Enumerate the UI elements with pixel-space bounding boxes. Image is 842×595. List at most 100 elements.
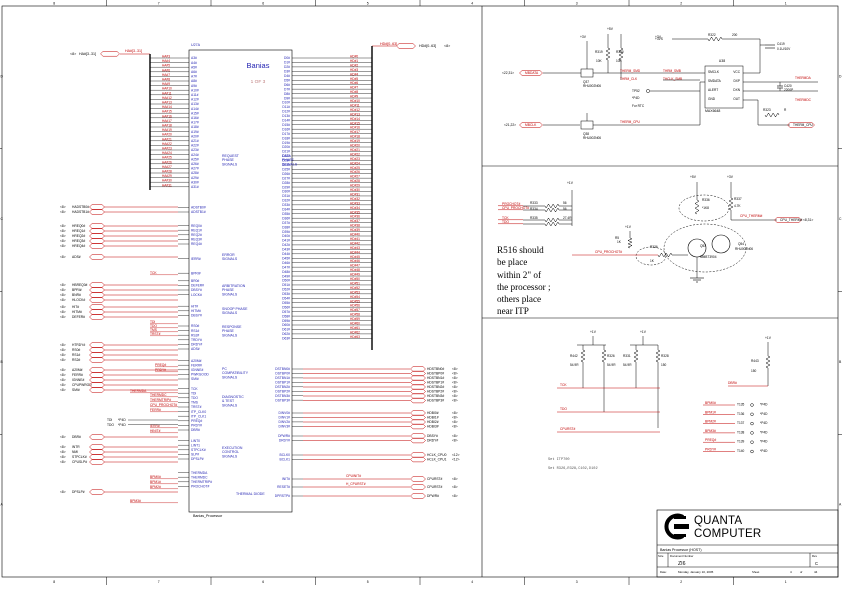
net-name: HA#15 — [162, 110, 172, 114]
cpu-group-label: SIGNALS — [282, 162, 298, 166]
net-name: TMS — [150, 328, 158, 332]
cpu-body — [188, 49, 293, 513]
testpoint-tag: *P4D — [760, 421, 768, 425]
cpu-name: Banias — [247, 61, 270, 70]
cpu-pin-name: D31# — [282, 194, 290, 198]
port-tag: <8> — [60, 315, 66, 319]
transistor-part: RHU002N06 — [735, 247, 753, 251]
rail-label: +3V — [727, 175, 734, 179]
res-value: 200 — [732, 33, 738, 37]
net-name: HD#42 — [350, 241, 360, 245]
sheet-label: Sheet — [752, 570, 760, 574]
net-name: HD#36 — [350, 215, 360, 219]
termination-resistor — [655, 349, 661, 363]
res-value: 54.9R — [623, 363, 632, 367]
net-name: THERM_SMD — [620, 69, 641, 73]
net-name: THERMTRIP# — [150, 398, 171, 402]
testpoint-pad — [750, 440, 754, 444]
net-name: PREQ# — [155, 363, 166, 367]
net-name: BPM1# — [150, 480, 161, 484]
cpu-pin-name: A17# — [191, 121, 199, 125]
net-port — [89, 342, 105, 348]
cpu-pin-name: A16# — [191, 116, 199, 120]
cpu-pin-name: A24# — [191, 153, 199, 157]
net-name: HA#14 — [162, 105, 172, 109]
net-name: HA#25 — [162, 156, 172, 160]
net-name: HA#8 — [162, 78, 170, 82]
cpu-pin-name: D51# — [282, 283, 290, 287]
net-name: HA#31 — [162, 183, 172, 187]
net-name: HD#50 — [350, 277, 360, 281]
port-tag: <8> — [452, 367, 458, 371]
res-value: 56 — [563, 207, 567, 211]
cpu-group-label: PHASE — [222, 288, 235, 292]
port-tag: <8> — [452, 477, 458, 481]
quanta-logo — [661, 513, 691, 540]
net-name: HD#15 — [350, 121, 360, 125]
port-name: BNR# — [72, 293, 81, 297]
port-tag: <8> — [60, 224, 66, 228]
cpu-pin-name: A25# — [191, 157, 199, 161]
port-name: CPUSLP# — [72, 460, 87, 464]
net-name: HA#13 — [162, 101, 172, 105]
cpu-pin-name: D53# — [282, 292, 290, 296]
series-resistor — [544, 203, 560, 209]
net-name: HD#20 — [350, 144, 360, 148]
net-name: HA#28 — [162, 170, 172, 174]
port-tag: <8> — [60, 343, 66, 347]
net-name: HA#21 — [162, 137, 172, 141]
res-value: 4.7K — [734, 204, 741, 208]
port-tag: <8> — [452, 416, 458, 420]
bus-label: HD#[0..63] — [380, 42, 397, 46]
net-port — [89, 444, 105, 450]
port-tag: <8> — [60, 383, 66, 387]
cpu-pin-name: DPSLP# — [191, 457, 204, 461]
testpoint-tag: *P4D — [760, 440, 768, 444]
cpu-pin-name: D27# — [282, 176, 290, 180]
net-name: HA#7 — [162, 73, 170, 77]
net-name: H_CPURST# — [346, 482, 366, 486]
cpu-group-label: SIGNALS — [222, 403, 238, 407]
testpoint-refdes: T136 — [737, 412, 744, 416]
port-name: IGNNE# — [72, 378, 84, 382]
cpu-pin-name: D50# — [282, 279, 290, 283]
cpu-pin-name: TDO — [191, 396, 198, 400]
border-column-number: 7 — [158, 580, 160, 584]
net-name: HD#54 — [350, 295, 360, 299]
cpu-pin-name: D39# — [282, 230, 290, 234]
net-name: HA#27 — [162, 165, 172, 169]
port-name: HREQ2# — [72, 234, 85, 238]
port-name: CPUPWRGD — [72, 383, 92, 387]
cpu-pin-name: ADSTB0# — [191, 206, 206, 210]
res-refdes: R335 — [530, 216, 538, 220]
rev-label: Rev — [812, 554, 818, 558]
res-value: 150 — [751, 369, 757, 373]
net-name: THCLK_SMB — [663, 77, 682, 81]
testpoint-refdes: T137 — [737, 421, 744, 425]
net-name: CPUINIT# — [346, 474, 361, 478]
termination-resistor — [601, 349, 607, 363]
net-name: HD#45 — [350, 255, 360, 259]
cpu-pin-name: D61# — [282, 328, 290, 332]
port-tag: <8> — [60, 288, 66, 292]
cpu-group-label: SIGNALS — [222, 162, 238, 166]
cpu-pin-name: DINV3# — [278, 425, 290, 429]
cpu-pin-name: DBSY# — [191, 288, 202, 292]
port-tag: <8> — [452, 372, 458, 376]
thermal-ic-part: MAX6648 — [705, 109, 720, 113]
pullup-resistor — [627, 237, 633, 249]
port-tag: <8> — [60, 445, 66, 449]
port-tag: <8> — [60, 388, 66, 392]
port-name: HADSTB0# — [72, 205, 89, 209]
cpu-pin-name: D24# — [282, 163, 290, 167]
cpu-group-label: ERROR — [222, 253, 235, 257]
cpu-pin-name: D49# — [282, 274, 290, 278]
port-name: DEFER# — [72, 315, 85, 319]
net-name: BPM0# — [150, 475, 161, 479]
net-name: HD#43 — [350, 246, 360, 250]
ha-bus-port — [100, 51, 120, 57]
cpu-group-label: PHASE — [222, 329, 235, 333]
